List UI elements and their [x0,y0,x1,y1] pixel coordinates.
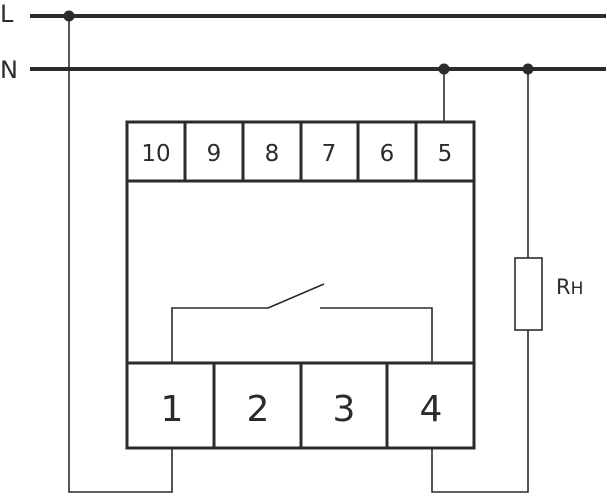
neutral-bus-label: N [0,56,18,84]
terminal-9-label: 9 [207,141,222,167]
load-resistor: RH [514,257,583,331]
wire-load-to-terminal-4 [431,330,529,493]
terminal-1-label: 1 [161,389,184,430]
resistor-body [514,257,543,331]
line-bus-label: L [0,0,14,28]
terminal-7-label: 7 [322,141,337,167]
terminal-5-label: 5 [438,141,453,167]
terminal-3-label: 3 [333,389,356,430]
line-bus: L [0,0,606,28]
terminal-4-label: 4 [420,389,443,430]
contact-left-lead [171,307,268,363]
bottom-terminal-block: 1 2 3 4 [127,361,474,448]
contact-right-lead [320,307,433,363]
terminal-8-label: 8 [265,141,280,167]
load-label: RH [556,275,583,299]
top-terminal-block: 10 9 8 7 6 5 [127,122,474,183]
wire-line-to-terminal-1 [68,16,173,493]
switch-blade [267,283,325,309]
relay-contact [171,283,433,363]
terminal-6-label: 6 [380,141,395,167]
terminal-10-label: 10 [141,141,170,167]
device: 10 9 8 7 6 5 1 2 3 4 [125,120,476,450]
terminal-2-label: 2 [247,389,270,430]
neutral-bus: N [0,56,606,84]
